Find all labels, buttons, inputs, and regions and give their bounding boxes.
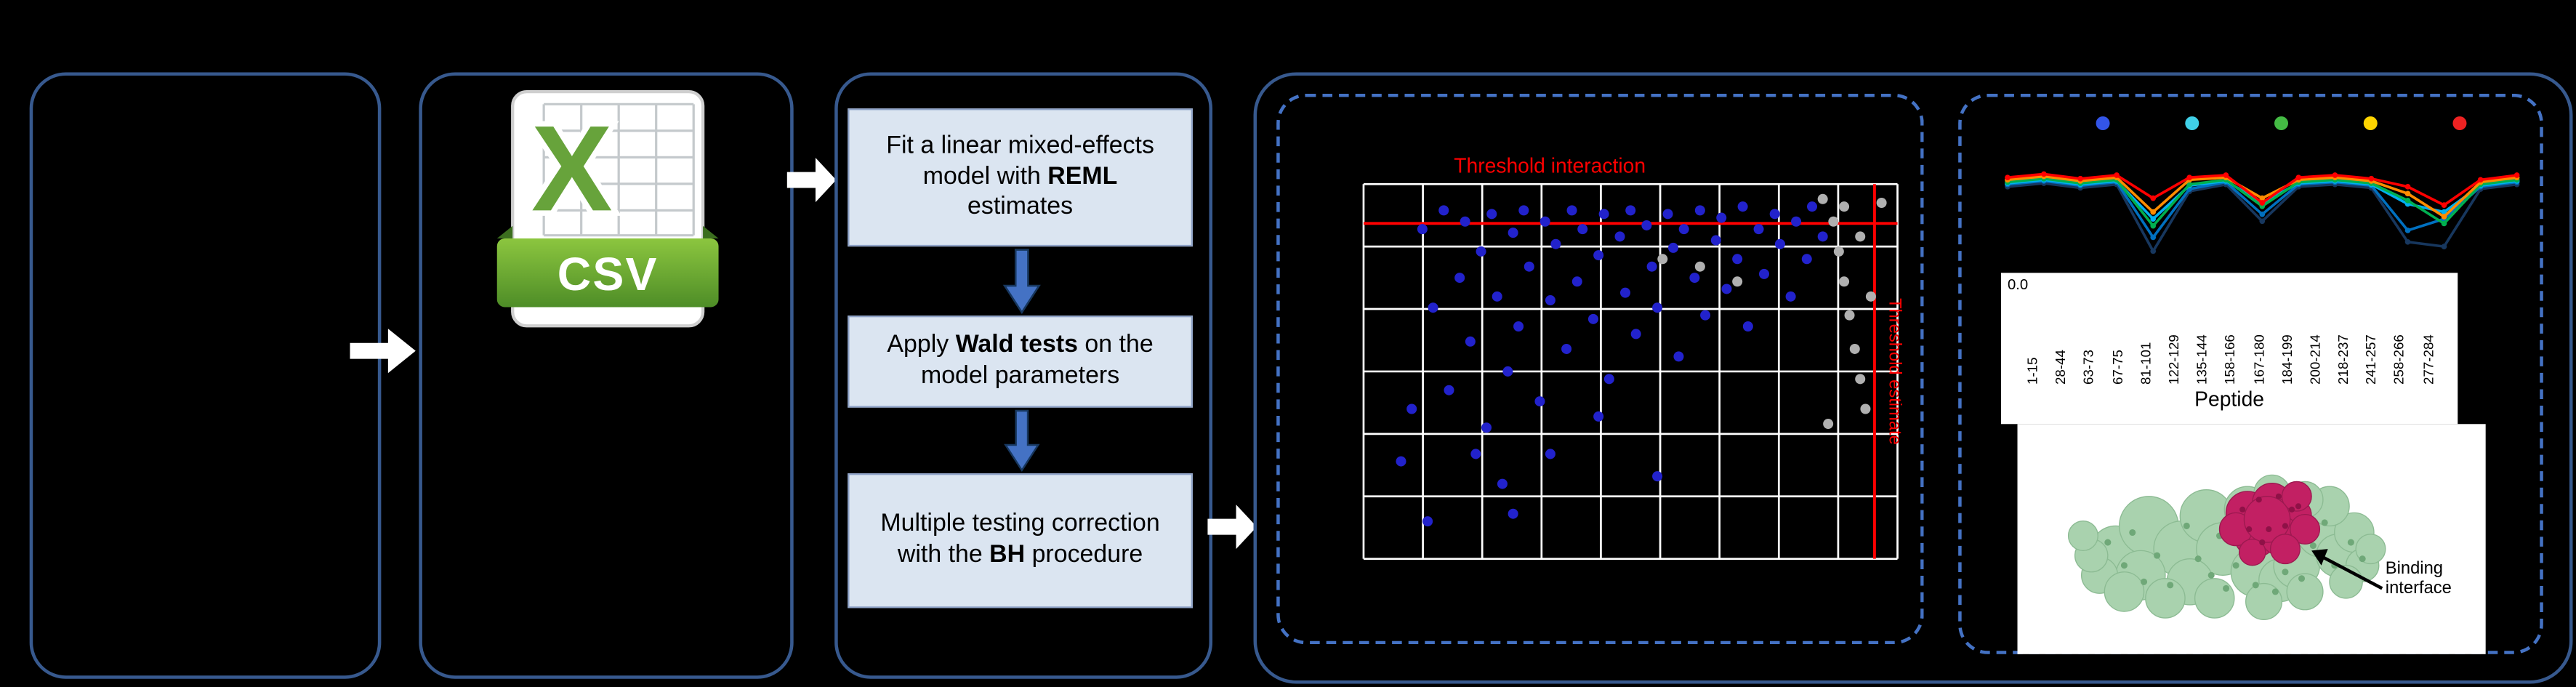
peptide-tick-label: 218-237 bbox=[2334, 334, 2351, 385]
right-arrow-icon bbox=[786, 158, 837, 203]
csv-file-icon: X CSV bbox=[496, 90, 719, 328]
panel-raw-data bbox=[29, 72, 382, 679]
spreadsheet-grid-icon bbox=[542, 103, 695, 237]
step-wald-text: Apply Wald tests on the model parameters bbox=[887, 330, 1154, 390]
peptide-tick-label: 1-15 bbox=[2024, 357, 2041, 385]
panel-statistical-workflow bbox=[834, 72, 1213, 679]
step-bh-box: Multiple testing correction with the BH … bbox=[848, 473, 1193, 608]
step-reml-text: Fit a linear mixed-effects model with RE… bbox=[886, 131, 1154, 221]
peptide-tick-label: 81-101 bbox=[2136, 342, 2154, 385]
svg-text:Threshold interaction: Threshold interaction bbox=[1454, 153, 1646, 177]
peptide-tick-labels: 1-15 28-44 63-73 67-75 81-101 122-129 135-144 1… bbox=[2024, 279, 2448, 385]
protein-structure-image bbox=[2067, 474, 2386, 620]
peptide-tick-label: 184-199 bbox=[2278, 334, 2295, 385]
peptide-tick-label: 122-129 bbox=[2165, 334, 2182, 385]
binding-interface-arrow-icon bbox=[2311, 549, 2383, 590]
y-axis-tick: 0.0 bbox=[2007, 276, 2029, 293]
right-arrow-icon bbox=[1207, 505, 1257, 550]
down-arrow-icon bbox=[1002, 249, 1041, 314]
svg-text:Threshold estimate: Threshold estimate bbox=[1885, 298, 1904, 445]
protein-structure-panel: Binding interface bbox=[2017, 424, 2486, 654]
peptide-tick-label: 28-44 bbox=[2052, 350, 2069, 385]
peptide-tick-label: 135-144 bbox=[2193, 334, 2210, 385]
peptide-axis-panel: 0.0 1-15 28-44 63-73 67-75 81-101 122-129 135-… bbox=[2000, 273, 2458, 425]
peptide-tick-label: 200-214 bbox=[2306, 334, 2323, 385]
peptide-tick-label: 63-73 bbox=[2080, 350, 2097, 385]
binding-interface-region bbox=[2218, 481, 2321, 566]
panel-results bbox=[1253, 72, 2573, 684]
peptide-uptake-line-chart bbox=[2005, 116, 2520, 254]
peptide-tick-label: 167-180 bbox=[2250, 334, 2266, 385]
peptide-tick-label: 158-166 bbox=[2221, 334, 2239, 385]
peptide-tick-label: 277-284 bbox=[2419, 334, 2436, 385]
peptide-tick-label: 258-266 bbox=[2391, 334, 2408, 385]
down-arrow-icon bbox=[1004, 409, 1040, 472]
step-wald-box: Apply Wald tests on the model parameters bbox=[848, 316, 1193, 408]
panel-csv-input bbox=[419, 72, 794, 679]
peptide-axis-title: Peptide bbox=[2194, 387, 2265, 411]
results-scatter-section bbox=[1276, 93, 1924, 645]
binding-interface-label: Binding interface bbox=[2385, 558, 2452, 599]
step-reml-box: Fit a linear mixed-effects model with RE… bbox=[848, 108, 1193, 247]
csv-label: CSV bbox=[558, 248, 659, 300]
step-bh-text: Multiple testing correction with the BH … bbox=[880, 510, 1160, 569]
csv-x-letter: X bbox=[531, 100, 613, 236]
peptide-tick-label: 67-75 bbox=[2109, 350, 2125, 385]
peptide-tick-label: 241-257 bbox=[2362, 334, 2380, 385]
